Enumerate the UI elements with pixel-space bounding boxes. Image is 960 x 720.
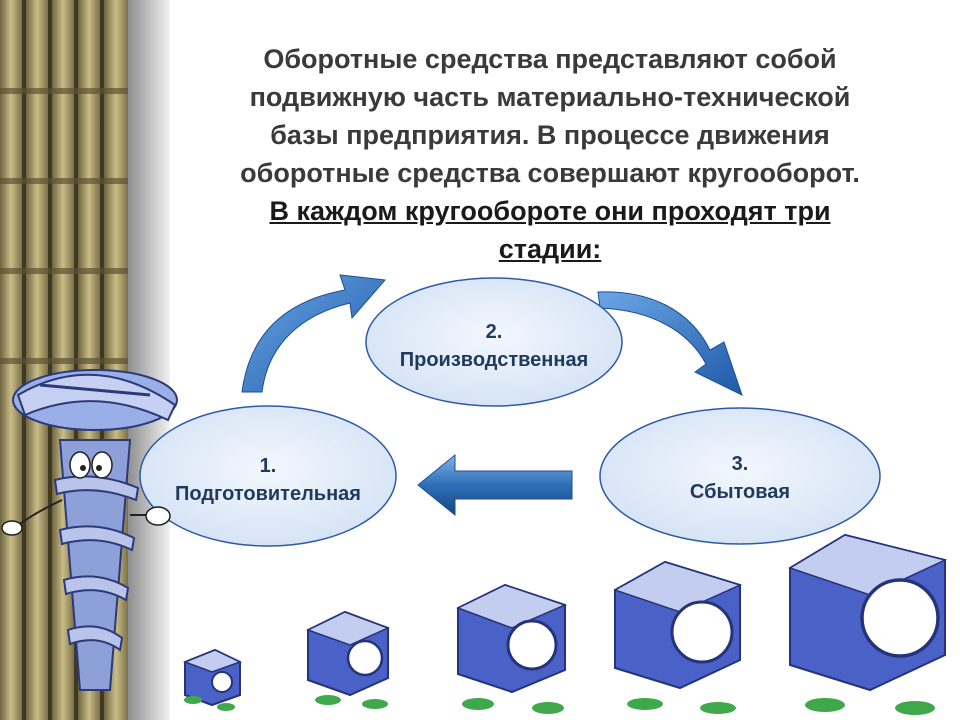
arrow-stage3-to-stage1 (417, 453, 573, 517)
title-line-1: Оборотные средства представляют собой (263, 44, 837, 74)
title-line-4: оборотные средства совершают кругооборот… (240, 158, 860, 188)
cartoon-nut-1 (182, 648, 242, 711)
cartoon-nut-2 (306, 610, 390, 709)
title-line-3: базы предприятия. В процессе движения (270, 120, 830, 150)
stage-3-ellipse (599, 407, 881, 545)
arrow-stage1-to-stage2 (241, 274, 387, 393)
stage-1-label: 1. Подготовительная (148, 452, 388, 508)
stage-1-ellipse (139, 405, 397, 547)
arrow-stage2-to-stage3 (597, 291, 743, 396)
title-underlined-line-2: стадии: (498, 234, 602, 264)
slide-title: Оборотные средства представляют собой по… (170, 40, 930, 268)
stage-2-label: 2. Производственная (374, 318, 614, 374)
stage-2-ellipse (365, 277, 623, 407)
cartoon-screw-illustration (1, 369, 178, 691)
stage-3-number: 3. (731, 453, 749, 475)
stage-3-label: 3. Сбытовая (620, 450, 860, 506)
cartoon-nut-4 (613, 560, 743, 714)
title-underlined-line-1: В каждом кругообороте они проходят три (269, 196, 831, 226)
stage-1-number: 1. (259, 455, 277, 477)
cartoon-nut-5 (788, 533, 948, 715)
stage-2-number: 2. (485, 321, 503, 343)
stage-1-name: Подготовительная (175, 483, 361, 505)
title-line-2: подвижную часть материально-технической (249, 82, 851, 112)
stage-2-name: Производственная (399, 349, 589, 371)
stage-3-name: Сбытовая (689, 481, 791, 503)
cartoon-nut-3 (456, 583, 568, 714)
